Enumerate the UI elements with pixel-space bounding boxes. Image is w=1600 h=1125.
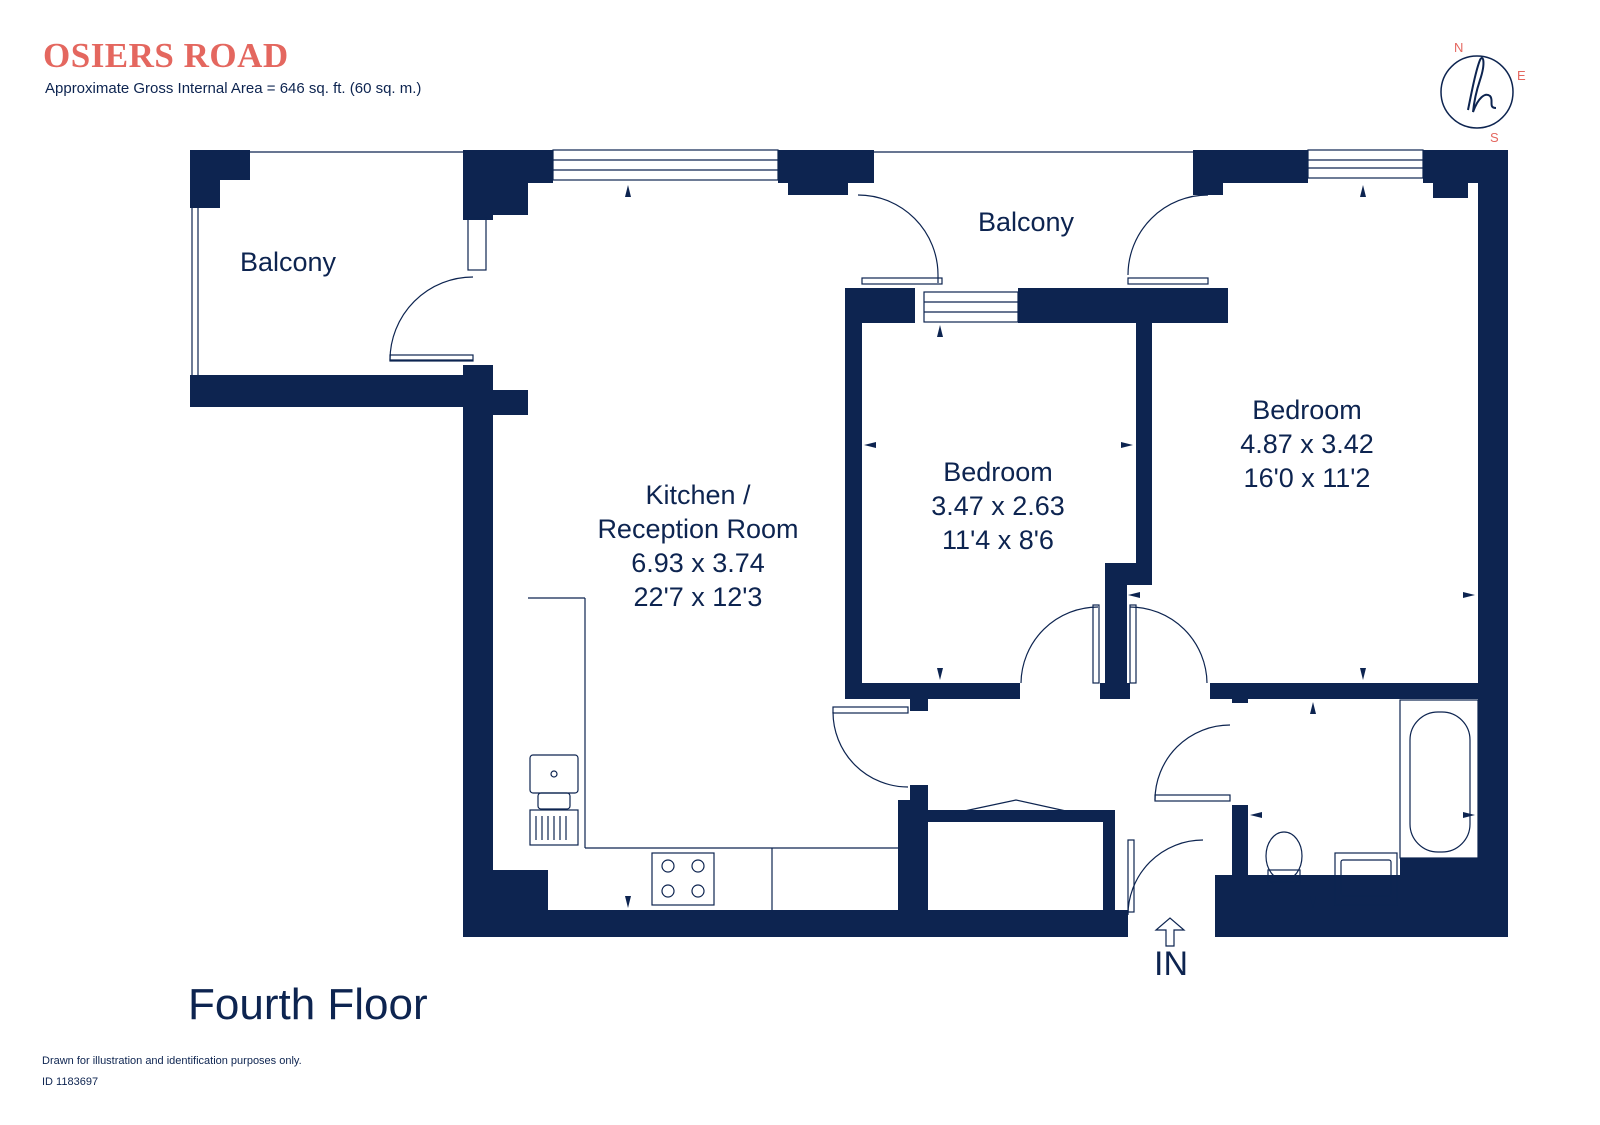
windows [191, 149, 1424, 375]
bedroom-large-metric: 4.87 x 3.42 [1240, 429, 1374, 459]
bedroom-small-imperial: 11'4 x 8'6 [942, 525, 1054, 555]
walls [190, 150, 1508, 937]
kitchen-name-line1: Kitchen / [645, 480, 751, 510]
gross-internal-area: Approximate Gross Internal Area = 646 sq… [45, 80, 422, 97]
hob-icon [651, 852, 715, 906]
toilet-icon [1265, 831, 1303, 881]
entrance-label: IN [1154, 945, 1188, 983]
bedroom-large-imperial: 16'0 x 11'2 [1243, 463, 1371, 493]
kitchen-label: Kitchen / Reception Room 6.93 x 3.74 22'… [578, 478, 818, 614]
door-swings [389, 194, 1231, 916]
basin-icon [1334, 852, 1398, 906]
sink-icon [529, 754, 579, 794]
entrance-arrow-icon [1154, 917, 1186, 947]
page-title: OSIERS ROAD [43, 36, 289, 75]
compass-east-label: E [1517, 68, 1526, 83]
balcony-left-label: Balcony [240, 247, 337, 277]
bath-icon [1409, 711, 1471, 853]
bedroom-small-name: Bedroom [943, 457, 1053, 487]
bedroom-large-label: Bedroom 4.87 x 3.42 16'0 x 11'2 [1207, 393, 1407, 495]
kitchen-units [528, 597, 898, 910]
drainer-icon [529, 809, 579, 846]
bedroom-small-metric: 3.47 x 2.63 [931, 491, 1065, 521]
kitchen-name-line2: Reception Room [597, 514, 799, 544]
bathroom-fixtures [1265, 699, 1479, 906]
compass-north-label: N [1454, 40, 1463, 55]
disclaimer: Drawn for illustration and identificatio… [42, 1055, 302, 1067]
compass-south-label: S [1490, 130, 1499, 145]
balcony-top-label: Balcony [978, 207, 1075, 237]
kitchen-metric: 6.93 x 3.74 [631, 548, 765, 578]
h-monogram-icon [1467, 57, 1497, 113]
dimension-markers [625, 185, 1475, 908]
floor-name: Fourth Floor [188, 980, 428, 1029]
kitchen-imperial: 22'7 x 12'3 [633, 582, 763, 612]
bedroom-small-label: Bedroom 3.47 x 2.63 11'4 x 8'6 [898, 455, 1098, 557]
plan-id: ID 1183697 [42, 1076, 99, 1088]
bedroom-large-name: Bedroom [1252, 395, 1362, 425]
